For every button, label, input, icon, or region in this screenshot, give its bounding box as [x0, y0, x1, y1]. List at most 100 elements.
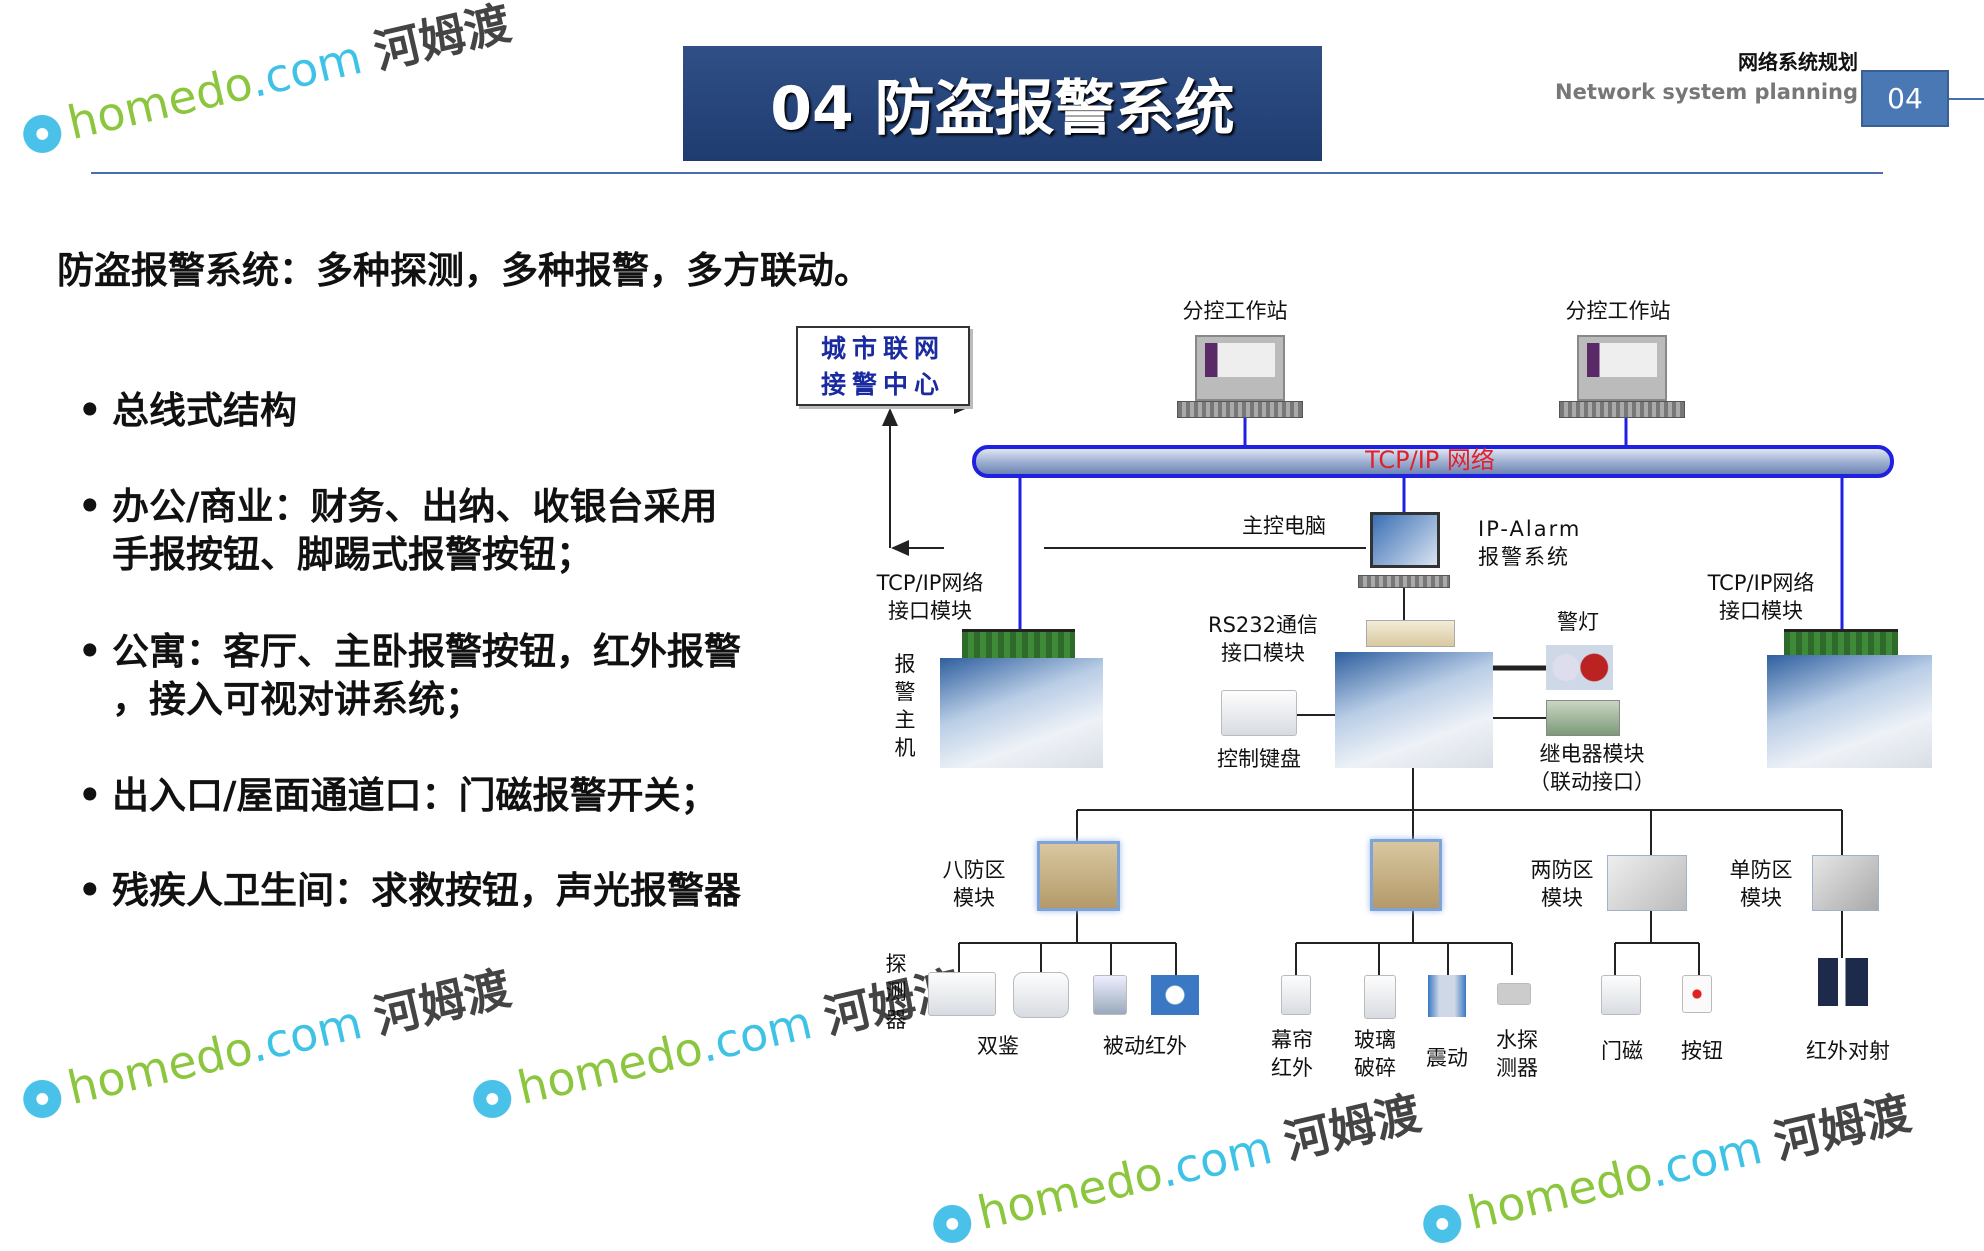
main-pc-icon: [1370, 512, 1440, 568]
label-line: 模块: [1541, 886, 1583, 910]
bullet-text: ，接入可视对讲系统；: [112, 678, 482, 721]
label-char: 器: [885, 1008, 907, 1032]
label-line: TCP/IP网络: [876, 571, 984, 595]
network-label: TCP/IP 网络: [1365, 446, 1495, 474]
label-line: 单防区: [1729, 858, 1793, 882]
bullet-dot: •: [78, 389, 102, 432]
label-char: 报: [894, 652, 916, 676]
label-line: TCP/IP网络: [1707, 571, 1815, 595]
label-line: 两防区: [1530, 858, 1594, 882]
slide-heading: 防盗报警系统：多种探测，多种报警，多方联动。: [57, 249, 871, 292]
bullet-dot: •: [78, 630, 102, 673]
bullet-item: •残疾人卫生间：求救按钮，声光报警器: [78, 867, 741, 915]
detector-name: 被动红外: [1103, 1034, 1187, 1058]
label-line: 水探: [1496, 1028, 1538, 1052]
glass-break-detector-image: [1364, 975, 1396, 1019]
zone2-label: 两防区模块: [1531, 856, 1594, 912]
panic-button-image: [1682, 975, 1712, 1013]
keypad-label: 控制键盘: [1217, 747, 1301, 771]
zone8-label: 八防区模块: [943, 856, 1006, 912]
bullet-text: 总线式结构: [112, 389, 297, 432]
pir-detector-image: [1151, 975, 1199, 1015]
label-line: 幕帘: [1271, 1028, 1313, 1052]
network-board-image: [1784, 629, 1898, 658]
detector-name: 水探测器: [1496, 1026, 1538, 1082]
water-detector-image: [1497, 983, 1531, 1005]
warning-light-image: [1546, 645, 1613, 690]
bullet-text: 出入口/屋面通道口：门磁报警开关；: [112, 774, 718, 817]
pir-detector-image: [1093, 975, 1127, 1015]
city-alarm-center-box: 城市联网 接警中心: [796, 326, 970, 406]
door-contact-image: [1601, 975, 1641, 1015]
bullet-dot: •: [78, 774, 102, 817]
tcpip-module-label-right: TCP/IP网络接口模块: [1708, 569, 1815, 625]
relay-module-image: [1546, 700, 1620, 736]
bullet-item: •公寓：客厅、主卧报警按钮，红外报警 ，接入可视对讲系统；: [78, 628, 741, 724]
alarm-host-label: 报警主机: [893, 650, 917, 762]
detector-name: 幕帘红外: [1271, 1026, 1313, 1082]
bullet-text: 办公/商业：财务、出纳、收银台采用: [112, 485, 718, 528]
label-line: RS232通信: [1207, 613, 1319, 637]
detector-name: 门磁: [1601, 1039, 1643, 1063]
detector-name: 按钮: [1681, 1039, 1723, 1063]
detector-name: 双鉴: [977, 1034, 1019, 1058]
header-divider-right: [1949, 98, 1984, 100]
infrared-beam-image: [1818, 958, 1868, 1006]
zone1-module-image: [1812, 855, 1879, 911]
section-subtitle-cn: 网络系统规划: [1738, 50, 1858, 74]
tcpip-network-pipe: [972, 445, 1894, 478]
label-line: 八防区: [942, 858, 1006, 882]
warning-light-label: 警灯: [1557, 610, 1599, 634]
bullet-item: •办公/商业：财务、出纳、收银台采用手报按钮、脚踢式报警按钮；: [78, 483, 718, 579]
label-line: 玻璃: [1354, 1028, 1396, 1052]
main-pc-label: 主控电脑: [1242, 514, 1326, 538]
zone2-module-image: [1607, 855, 1687, 911]
label-line: 接口模块: [1220, 641, 1305, 665]
bullet-dot: •: [78, 869, 102, 912]
keyboard-icon: [1358, 575, 1450, 588]
city-center-line: 接警中心: [820, 370, 945, 399]
label-line: 模块: [1740, 886, 1782, 910]
curtain-detector-image: [1281, 975, 1311, 1015]
tcpip-module-label-left: TCP/IP网络接口模块: [877, 569, 984, 625]
central-alarm-host-image: [1335, 652, 1493, 768]
label-line: 继电器模块: [1539, 742, 1645, 766]
bullet-item: •总线式结构: [78, 387, 297, 435]
label-line: 模块: [953, 886, 995, 910]
workstation-computer-icon: [1577, 335, 1667, 401]
detector-name: 红外对射: [1806, 1039, 1890, 1063]
detector-image: [1013, 972, 1069, 1018]
ip-alarm-line: 报警系统: [1478, 545, 1570, 569]
page-title: 04 防盗报警系统: [683, 46, 1322, 161]
label-char: 机: [894, 736, 916, 760]
label-line: 测器: [1496, 1056, 1538, 1080]
label-line: 破碎: [1354, 1056, 1396, 1080]
label-char: 测: [885, 980, 907, 1004]
section-subtitle-en: Network system planning: [1555, 80, 1858, 104]
header-divider: [91, 172, 1883, 174]
ip-alarm-line: IP-Alarm: [1478, 517, 1582, 541]
label-char: 警: [894, 680, 916, 704]
workstation-label: 分控工作站: [1565, 299, 1671, 323]
label-char: 探: [885, 952, 907, 976]
alarm-host-image: [940, 658, 1103, 768]
bullet-text: 公寓：客厅、主卧报警按钮，红外报警: [112, 630, 741, 673]
label-line: 红外: [1271, 1056, 1313, 1080]
city-center-line: 城市联网: [820, 334, 945, 363]
detector-name: 震动: [1426, 1046, 1468, 1070]
keyboard-icon: [1177, 401, 1303, 418]
rs232-label: RS232通信接口模块: [1208, 611, 1318, 667]
detector-label: 探测器: [884, 950, 908, 1034]
bullet-text: 手报按钮、脚踢式报警按钮；: [112, 533, 593, 576]
bullet-text: 残疾人卫生间：求救按钮，声光报警器: [112, 869, 741, 912]
label-line: （联动接口）: [1529, 770, 1655, 794]
workstation-computer-icon: [1195, 335, 1285, 401]
alarm-host-image: [1767, 655, 1932, 768]
label-line: 接口模块: [887, 599, 972, 623]
network-board-image: [962, 629, 1075, 658]
workstation-label: 分控工作站: [1182, 299, 1288, 323]
bullet-item: •出入口/屋面通道口：门磁报警开关；: [78, 772, 718, 820]
zone-module-image: [1370, 839, 1442, 911]
rs232-module-image: [1366, 620, 1455, 647]
